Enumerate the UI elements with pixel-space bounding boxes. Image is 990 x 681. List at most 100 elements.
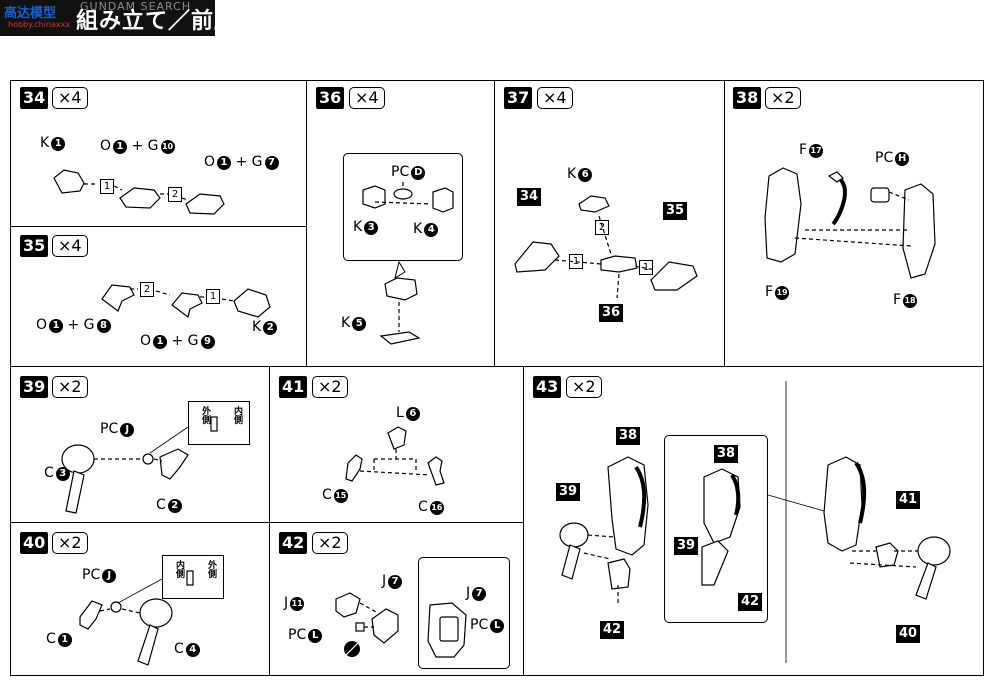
watermark-logo: 高达模型	[4, 6, 57, 21]
step-number: 43	[533, 376, 562, 398]
step-39-drawing	[61, 416, 218, 514]
step-number: 38	[733, 87, 762, 109]
ref-step-35: 35	[663, 202, 688, 220]
step-36-drawing	[362, 182, 454, 345]
orientation-note: 外側 内側	[188, 401, 250, 445]
step-number: 36	[316, 87, 345, 109]
order-marker: 2	[140, 282, 154, 297]
step-multiplier: ×4	[52, 235, 88, 257]
ref-step-40: 40	[896, 625, 921, 643]
step-40-drawing	[79, 570, 194, 666]
ref-step-42: 42	[600, 621, 625, 639]
step-43-drawing	[559, 381, 951, 663]
step-37-drawing	[514, 195, 698, 299]
step-multiplier: ×2	[52, 532, 88, 554]
ref-step-39: 39	[556, 483, 581, 501]
watermark-search: GUNDAM SEARCH	[80, 0, 192, 13]
ref-step-42-inset: 42	[738, 593, 763, 611]
step-multiplier: ×2	[52, 376, 88, 398]
step-35-drawing	[101, 284, 271, 319]
subassembly-inset	[418, 557, 510, 669]
ref-step-34: 34	[517, 188, 542, 206]
note-outer: 外側	[200, 406, 210, 424]
ref-step-41: 41	[896, 491, 921, 509]
step-number: 37	[504, 87, 533, 109]
ref-step-39-inset: 39	[674, 537, 699, 555]
step-multiplier: ×4	[52, 87, 88, 109]
step-multiplier: ×2	[312, 532, 348, 554]
step-multiplier: ×4	[537, 87, 573, 109]
note-inner: 内側	[232, 406, 242, 424]
step-number: 34	[20, 87, 49, 109]
order-marker: 1	[206, 289, 220, 304]
step-number: 35	[20, 235, 49, 257]
step-43-panel: 43 ×2 38 39 42 38 39 42 41 40	[524, 366, 984, 676]
step-multiplier: ×2	[765, 87, 801, 109]
step-number: 39	[20, 376, 49, 398]
order-marker: 1	[639, 260, 653, 275]
order-marker: 2	[595, 220, 609, 235]
step-multiplier: ×2	[312, 376, 348, 398]
step-number: 42	[279, 532, 308, 554]
instruction-frame	[10, 80, 984, 676]
step-multiplier: ×2	[566, 376, 602, 398]
order-marker: 1	[100, 179, 114, 194]
ref-step-38-inset: 38	[714, 445, 739, 463]
ref-step-36: 36	[599, 304, 624, 322]
step-number: 40	[20, 532, 49, 554]
step-number: 41	[279, 376, 308, 398]
watermark-url: hobby.chinaxxx	[8, 20, 71, 29]
page-title: 組み立て／前脚１	[76, 9, 261, 34]
note-outer: 外側	[206, 560, 216, 578]
ref-step-38: 38	[616, 427, 641, 445]
step-42-drawing	[335, 592, 467, 658]
step-41-drawing	[345, 426, 445, 486]
subassembly-inset	[664, 435, 768, 623]
step-34-drawing	[53, 169, 225, 215]
step-multiplier: ×4	[349, 87, 385, 109]
note-inner: 内側	[174, 560, 184, 578]
header-bar	[0, 0, 215, 36]
step-38-drawing	[764, 167, 936, 279]
subassembly-inset	[343, 153, 463, 261]
order-marker: 2	[168, 187, 182, 202]
